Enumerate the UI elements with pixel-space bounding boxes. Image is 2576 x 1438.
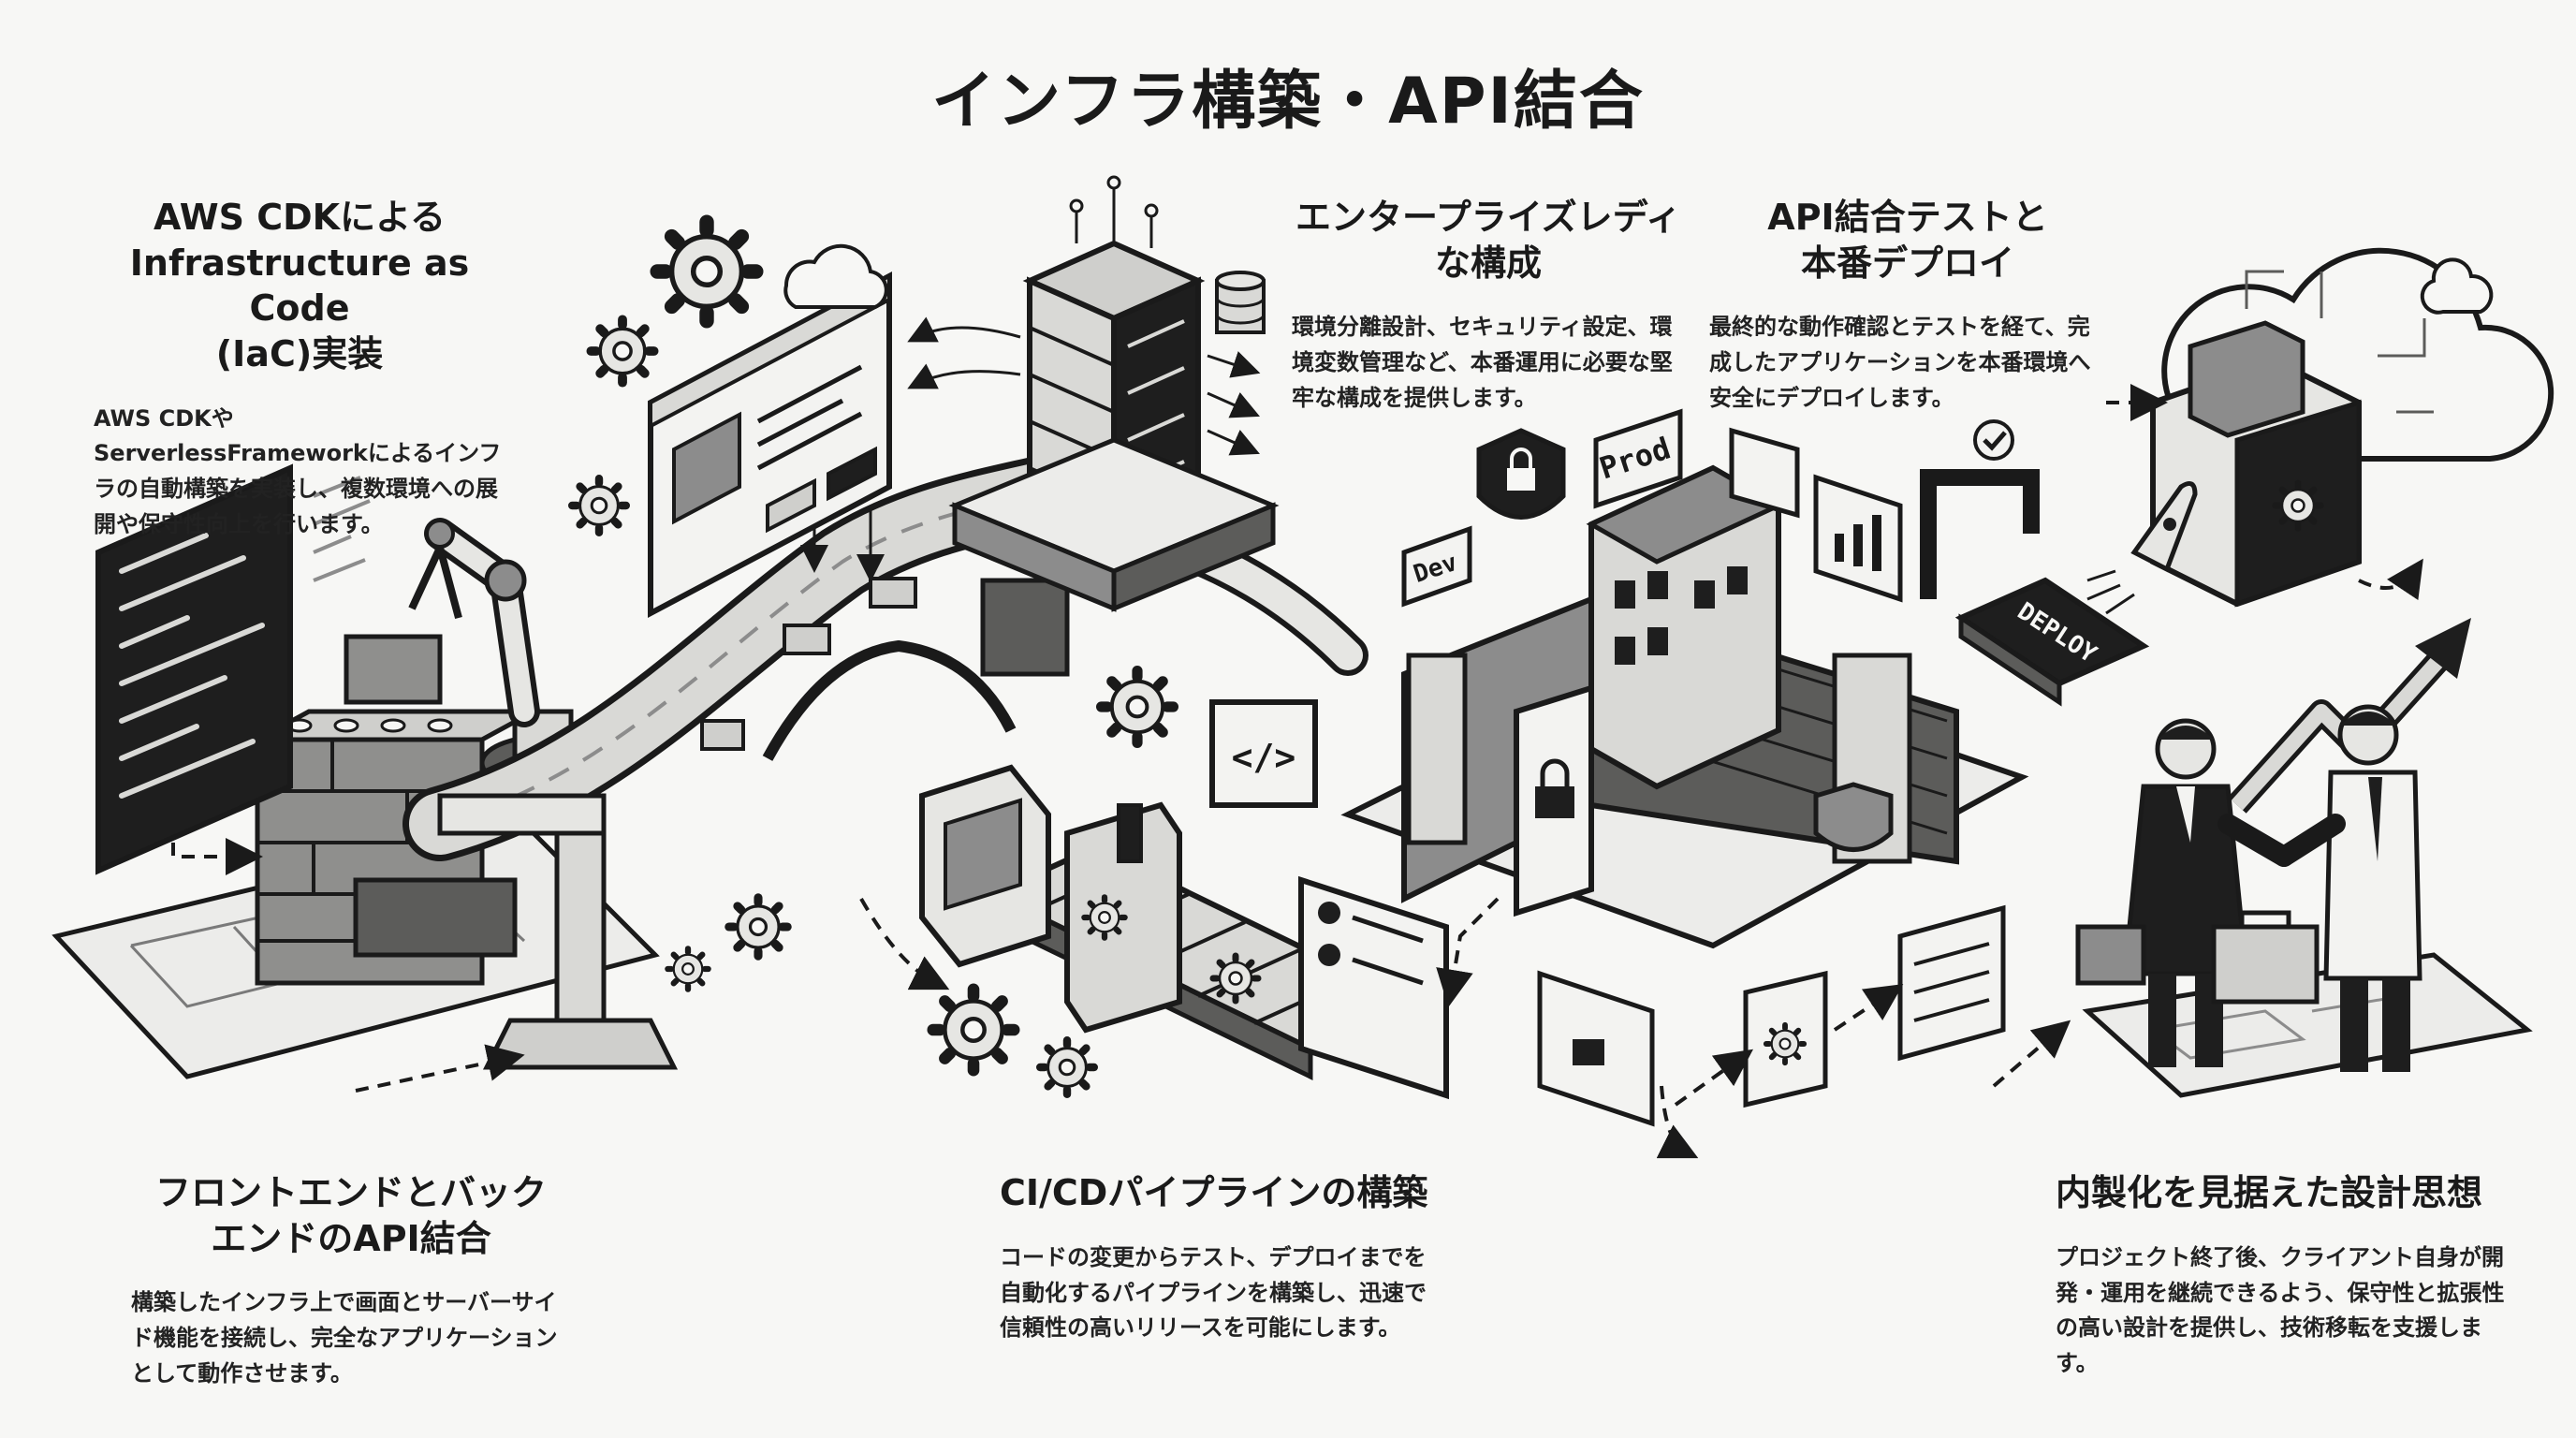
section-cicd-body: コードの変更からテスト、デプロイまでを自動化するパイプラインを構築し、迅速で信頼… <box>1000 1243 1427 1342</box>
section-inhouse-body: プロジェクト終了後、クライアント自身が開発・運用を継続できるよう、保守性と拡張性… <box>2056 1243 2505 1377</box>
section-cicd: CI/CDパイプラインの構築 コードの変更からテスト、デプロイまでを自動化するパ… <box>1000 1170 1440 1346</box>
handshake-icon <box>2075 704 2533 1098</box>
section-inhouse-heading: 内製化を見据えた設計思想 <box>2056 1172 2483 1213</box>
rocket-icon <box>2086 480 2198 615</box>
shield-lock-icon <box>1476 428 1566 520</box>
code-window-icon: </> <box>1209 699 1318 808</box>
cloud-icon <box>2150 247 2554 608</box>
section-enterprise: エンタープライズレディ な構成 環境分離設計、セキュリティ設定、環境変数管理など… <box>1292 195 1685 417</box>
browser-window-icon <box>648 271 892 618</box>
terminal-icon <box>95 463 371 875</box>
deploy-button: DEPLOY <box>1954 577 2150 707</box>
section-api-test: API結合テストと 本番デプロイ 最終的な動作確認とテストを経て、完成したアプリ… <box>1709 195 2106 417</box>
database-icon <box>1215 271 1266 334</box>
chart-panel-icon <box>1729 427 1903 603</box>
connector-arrows <box>800 316 1261 582</box>
cloud-icon <box>783 243 888 309</box>
checklist-panel-icon <box>1298 875 1449 1100</box>
section-iac-body: AWS CDKやServerlessFrameworkによるインフラの自動構築を… <box>94 404 502 538</box>
castle-icon <box>1340 464 2029 949</box>
section-api-test-heading: API結合テストと 本番デプロイ <box>1767 197 2048 284</box>
code-label: </> <box>1232 737 1296 778</box>
pipe-connector <box>1920 469 2040 599</box>
section-frontend-backend: フロントエンドとバック エンドのAPI結合 構築したインフラ上で画面とサーバーサ… <box>131 1170 571 1392</box>
bottom-window-icons <box>1537 904 2006 1127</box>
section-enterprise-body: 環境分離設計、セキュリティ設定、環境変数管理など、本番運用に必要な堅牢な構成を提… <box>1292 314 1673 412</box>
section-frontend-backend-body: 構築したインフラ上で画面とサーバーサイド機能を接続し、完全なアプリケーションとし… <box>131 1289 558 1387</box>
page-title: インフラ構築・API結合 <box>931 65 1645 139</box>
robot-arm-icon <box>344 518 607 792</box>
dev-badge: Dev <box>1401 525 1472 608</box>
section-inhouse: 内製化を見据えた設計思想 プロジェクト終了後、クライアント自身が開発・運用を継続… <box>2056 1170 2505 1382</box>
flow-arrows <box>171 384 2423 1159</box>
prod-badge: Prod <box>1593 408 1683 509</box>
conveyor-icon <box>667 671 1421 1094</box>
checkmark-icon <box>1973 419 2014 461</box>
section-iac-heading: AWS CDKによる Infrastructure as Code (IaC)実… <box>129 197 470 374</box>
section-iac: AWS CDKによる Infrastructure as Code (IaC)実… <box>94 195 505 543</box>
section-api-test-body: 最終的な動作確認とテストを経て、完成したアプリケーションを本番環境へ安全にデプロ… <box>1709 314 2091 412</box>
section-cicd-heading: CI/CDパイプラインの構築 <box>1000 1172 1428 1213</box>
section-frontend-backend-heading: フロントエンドとバック エンドのAPI結合 <box>154 1172 547 1259</box>
section-enterprise-heading: エンタープライズレディ な構成 <box>1295 197 1681 284</box>
server-rack-icon <box>948 175 1280 612</box>
